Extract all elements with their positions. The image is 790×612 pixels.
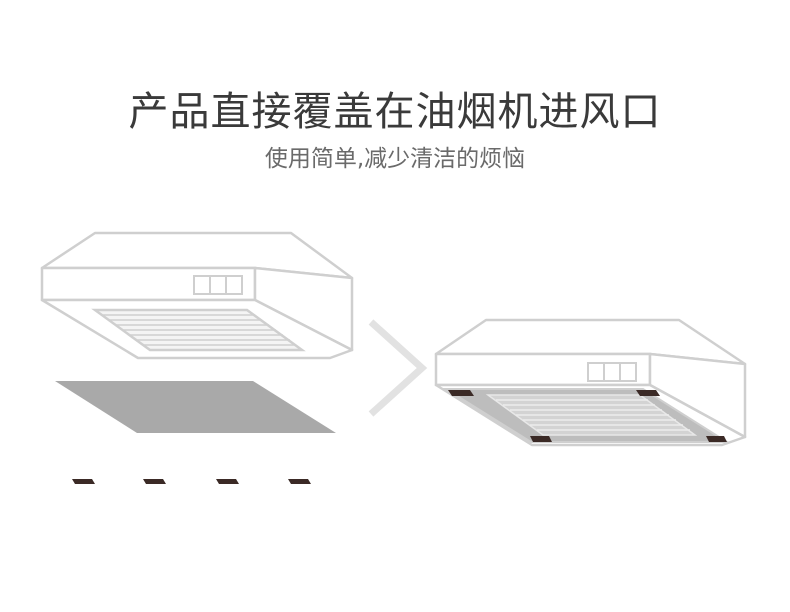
corner-pad [706,436,727,442]
corner-pad [530,436,552,442]
adhesive-pad [143,479,166,484]
hood-left-controls [194,276,242,294]
corner-pad [636,390,660,396]
corner-pad [448,390,474,396]
adhesive-pad [72,479,95,484]
adhesive-pad [216,479,239,484]
filter-sheet [55,381,336,433]
chevron-right-icon [371,322,422,414]
hood-right-controls [588,363,636,381]
adhesive-pad [288,479,311,484]
adhesive-pads [72,479,311,484]
